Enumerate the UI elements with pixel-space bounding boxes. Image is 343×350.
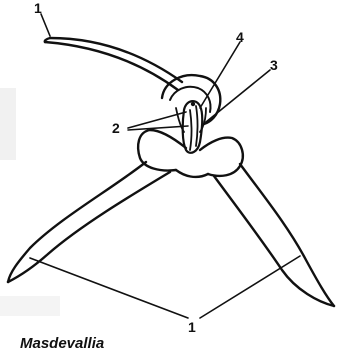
leader-lines [30,14,300,318]
figure-caption: Masdevallia [20,335,104,350]
label-dorsal-sepal: 1 [34,0,42,16]
scan-smudge-left [0,88,16,160]
dorsal-sepal [45,38,182,90]
scan-smudge-bottom [0,296,60,316]
label-lip: 4 [236,29,244,45]
label-lateral-sepals: 1 [188,319,196,335]
label-petals: 2 [112,120,120,136]
label-column: 3 [270,57,278,73]
lateral-sepal-right [176,138,334,306]
